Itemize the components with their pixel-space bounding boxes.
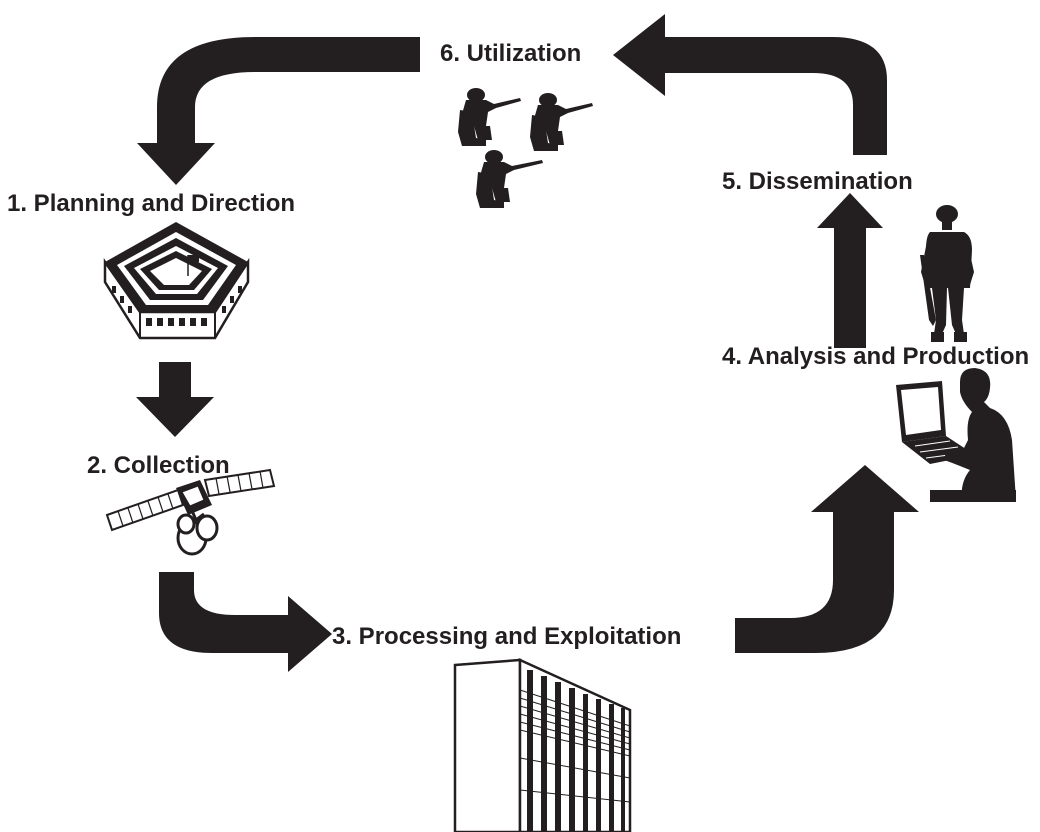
step-label-utilization: 6. Utilization: [440, 40, 581, 67]
step-label-dissemination: 5. Dissemination: [722, 168, 913, 195]
analyst-laptop-icon: [896, 368, 1016, 502]
kneeling-soldier-b: [530, 93, 593, 151]
pentagon-building-icon: [103, 222, 250, 340]
arrow-collection-to-processing: [159, 572, 332, 672]
step-label-collection: 2. Collection: [87, 452, 230, 479]
satellite-icon: [105, 468, 276, 556]
kneeling-soldiers-icon: [458, 88, 593, 208]
step-label-planning: 1. Planning and Direction: [7, 190, 295, 217]
arrow-analysis-to-dissemination: [817, 193, 883, 348]
kneeling-soldier-a: [458, 88, 521, 146]
step-labels: 6. Utilization 1. Planning and Direction…: [7, 40, 1029, 650]
standing-soldier-icon: [920, 205, 974, 342]
server-rack-icon: [453, 658, 632, 832]
arrow-planning-to-collection: [136, 362, 214, 437]
cycle-arrows: [136, 14, 919, 672]
kneeling-soldier-c: [476, 150, 543, 208]
step-label-analysis: 4. Analysis and Production: [722, 343, 1029, 370]
step-label-processing: 3. Processing and Exploitation: [332, 623, 681, 650]
arrow-processing-to-analysis: [735, 465, 919, 653]
arrow-utilization-to-planning: [137, 37, 420, 185]
arrow-dissemination-to-utilization: [613, 14, 887, 155]
